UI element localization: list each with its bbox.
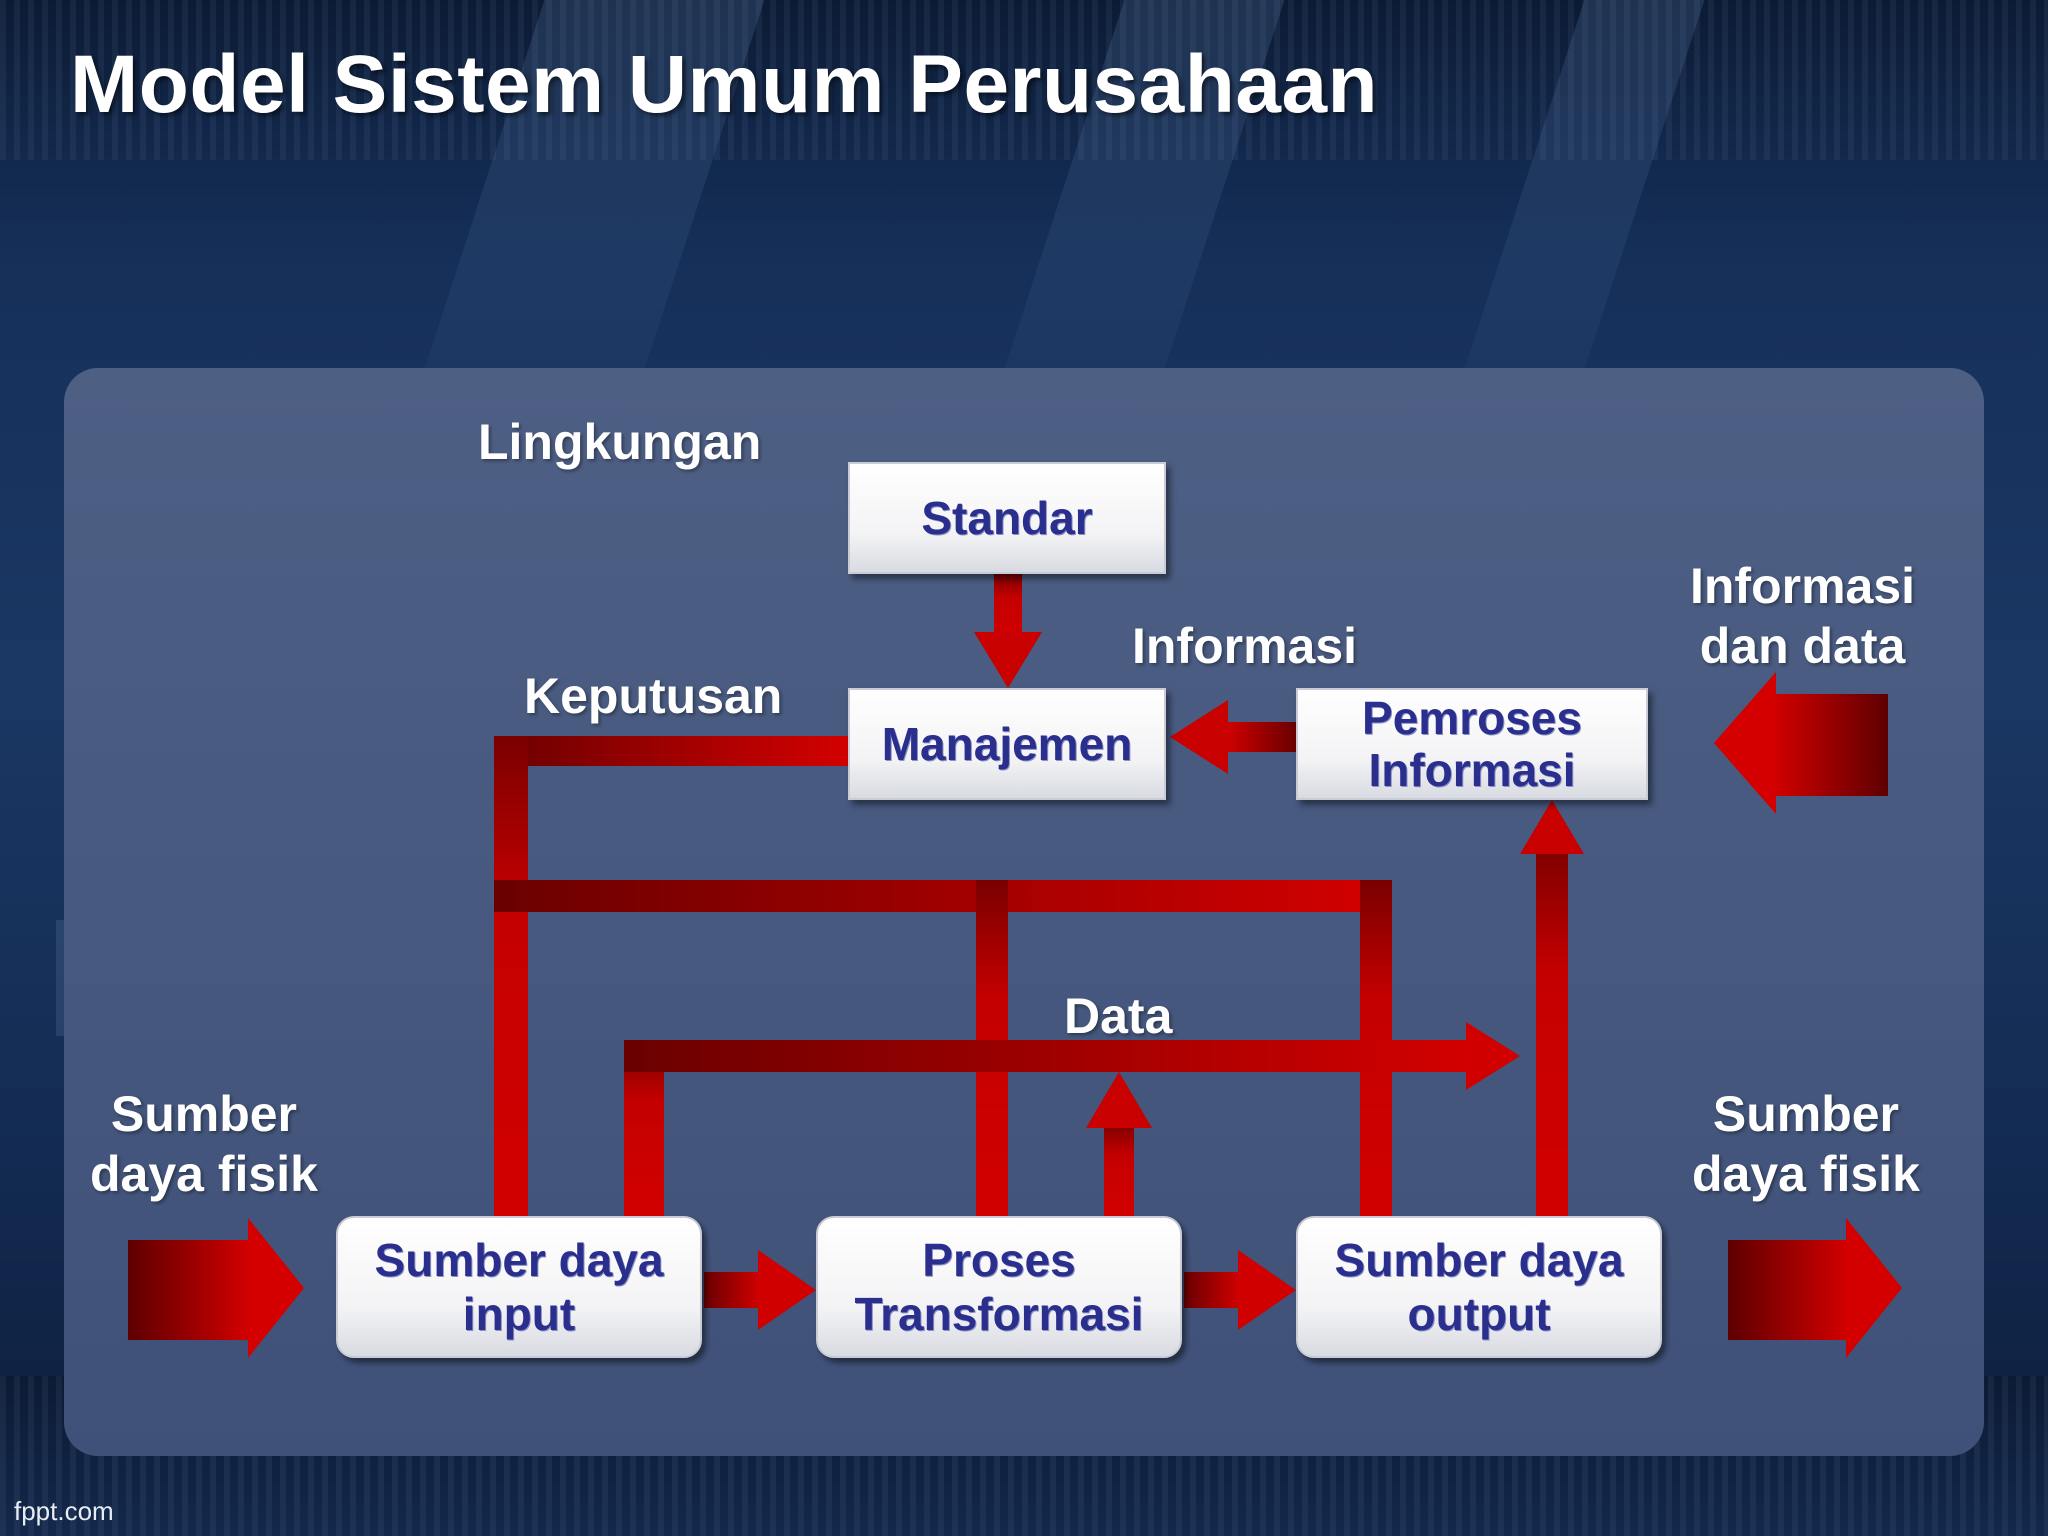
box-sumber-daya-input-label: Sumber daya input	[374, 1234, 664, 1340]
box-manajemen: Manajemen	[848, 688, 1166, 800]
label-informasi-dan-data: Informasi dan data	[1690, 558, 1916, 674]
arrow-proses-to-output	[1184, 1272, 1242, 1308]
arrow-pemroses-to-manajemen	[1224, 722, 1296, 752]
box-pemroses-informasi-label: Pemroses Informasi	[1362, 692, 1582, 796]
binary-pattern-top	[0, 0, 2048, 160]
arrowhead-right	[1466, 1022, 1520, 1090]
arrowhead-up	[1086, 1072, 1152, 1128]
box-sumber-daya-input: Sumber daya input	[336, 1216, 702, 1358]
label-sumber-daya-fisik-right: Sumber daya fisik	[1692, 1086, 1920, 1202]
box-proses-transformasi: Proses Transformasi	[816, 1216, 1182, 1358]
arrowhead-left	[1170, 700, 1228, 774]
slide-title: Model Sistem Umum Perusahaan	[70, 39, 1379, 130]
big-arrow-physical-in-head	[248, 1218, 304, 1358]
arrow-input-to-proses	[704, 1272, 762, 1308]
big-arrow-physical-out-body	[1728, 1240, 1852, 1340]
data-line	[624, 1040, 1476, 1072]
box-sumber-daya-output-label: Sumber daya output	[1334, 1234, 1624, 1340]
keputusan-vertical	[494, 736, 528, 1216]
big-arrow-physical-in-body	[128, 1240, 254, 1340]
box-manajemen-label: Manajemen	[881, 718, 1133, 770]
big-arrow-info-in-head	[1714, 672, 1776, 814]
arrowhead-right	[758, 1250, 816, 1330]
big-arrow-physical-out-head	[1846, 1218, 1902, 1358]
arrowhead-right	[1238, 1250, 1296, 1330]
box-sumber-daya-output: Sumber daya output	[1296, 1216, 1662, 1358]
label-informasi: Informasi	[1132, 618, 1358, 674]
decision-bus	[494, 880, 1392, 912]
label-sumber-daya-fisik-left: Sumber daya fisik	[90, 1086, 318, 1202]
watermark: fppt.com	[14, 1496, 114, 1526]
keputusan-line	[494, 736, 848, 766]
box-standar: Standar	[848, 462, 1166, 574]
proses-to-data	[1104, 1122, 1134, 1216]
arrow-standar-to-manajemen	[994, 574, 1022, 640]
box-standar-label: Standar	[921, 492, 1093, 544]
box-proses-transformasi-label: Proses Transformasi	[854, 1234, 1144, 1340]
output-to-pemroses	[1536, 840, 1568, 1216]
box-pemroses-informasi: Pemroses Informasi	[1296, 688, 1648, 800]
arrowhead-up	[1520, 800, 1584, 854]
label-data: Data	[1064, 988, 1173, 1044]
label-keputusan: Keputusan	[524, 668, 783, 724]
arrowhead-down	[974, 632, 1042, 688]
label-lingkungan: Lingkungan	[478, 414, 762, 470]
big-arrow-info-in-body	[1770, 694, 1888, 796]
